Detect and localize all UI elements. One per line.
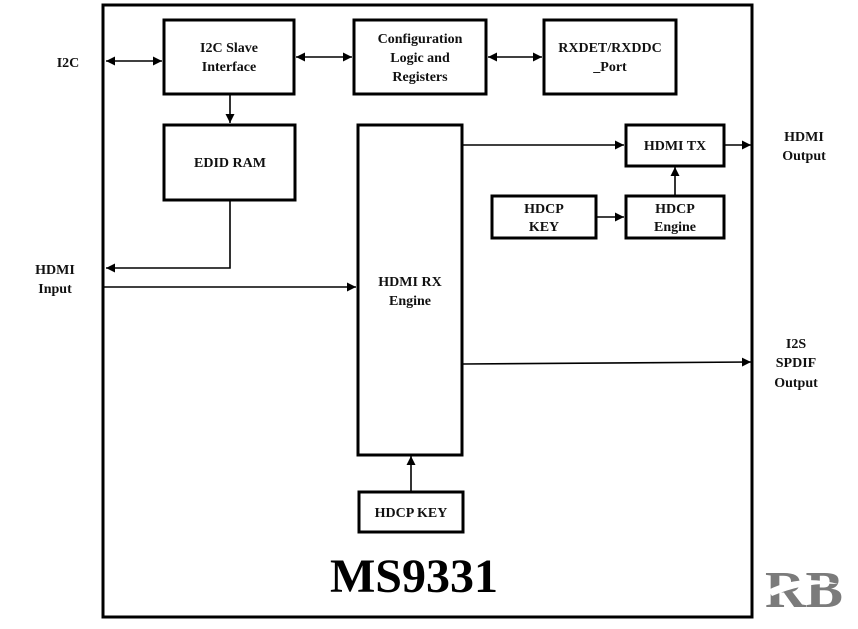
block-label: HDCP KEY: [375, 506, 448, 521]
block-configuration-logic: Configuration Logic and Registers: [352, 18, 488, 96]
block-label: RXDET/RXDDC: [558, 41, 661, 56]
block-label: Logic and: [390, 51, 450, 66]
block-label: HDCP: [524, 202, 564, 217]
port-label: I2C: [57, 56, 80, 71]
chip-boundary: [101, 3, 754, 619]
rb-logo-icon: RB: [765, 562, 843, 619]
block-label: _Port: [592, 60, 627, 75]
block-label: I2C Slave: [200, 41, 258, 56]
block-hdmi-rx-engine: HDMI RX Engine: [356, 123, 464, 457]
port-hdmi-output: HDMI Output: [782, 130, 826, 164]
arrow-rx-to-audio-output: [462, 357, 752, 367]
port-label: I2S: [786, 337, 806, 352]
port-label: Input: [38, 282, 72, 297]
port-hdmi-input: HDMI Input: [35, 263, 75, 297]
block-label: Registers: [392, 70, 448, 85]
block-label: KEY: [529, 220, 559, 235]
block-label: EDID RAM: [194, 156, 266, 171]
port-label: Output: [782, 149, 826, 164]
logo-swoosh: [768, 580, 838, 596]
port-audio-output: I2S SPDIF Output: [774, 337, 818, 391]
chip-title: MS9331: [330, 550, 498, 603]
block-hdcp-key-tx: HDCP KEY: [490, 194, 598, 240]
block-i2c-slave-interface: I2C Slave Interface: [162, 18, 296, 96]
block-label: Engine: [389, 294, 431, 309]
port-label: Output: [774, 376, 818, 391]
block-label: Interface: [202, 60, 256, 75]
block-label: Engine: [654, 220, 696, 235]
arrow-edid-to-hdmi-input: [106, 201, 231, 273]
block-hdcp-engine: HDCP Engine: [624, 194, 726, 240]
block-label: HDCP: [655, 202, 695, 217]
block-hdmi-tx: HDMI TX: [624, 123, 726, 168]
block-hdcp-key-rx: HDCP KEY: [357, 490, 465, 534]
block-label: Configuration: [378, 32, 463, 47]
block-label: HDMI RX: [378, 275, 441, 290]
port-i2c: I2C: [57, 56, 80, 71]
port-label: SPDIF: [776, 356, 816, 371]
block-edid-ram: EDID RAM: [162, 123, 297, 202]
port-label: HDMI: [784, 130, 824, 145]
port-label: HDMI: [35, 263, 75, 278]
block-rxdet-rxddc-port: RXDET/RXDDC _Port: [542, 18, 678, 96]
block-label: HDMI TX: [644, 139, 706, 154]
